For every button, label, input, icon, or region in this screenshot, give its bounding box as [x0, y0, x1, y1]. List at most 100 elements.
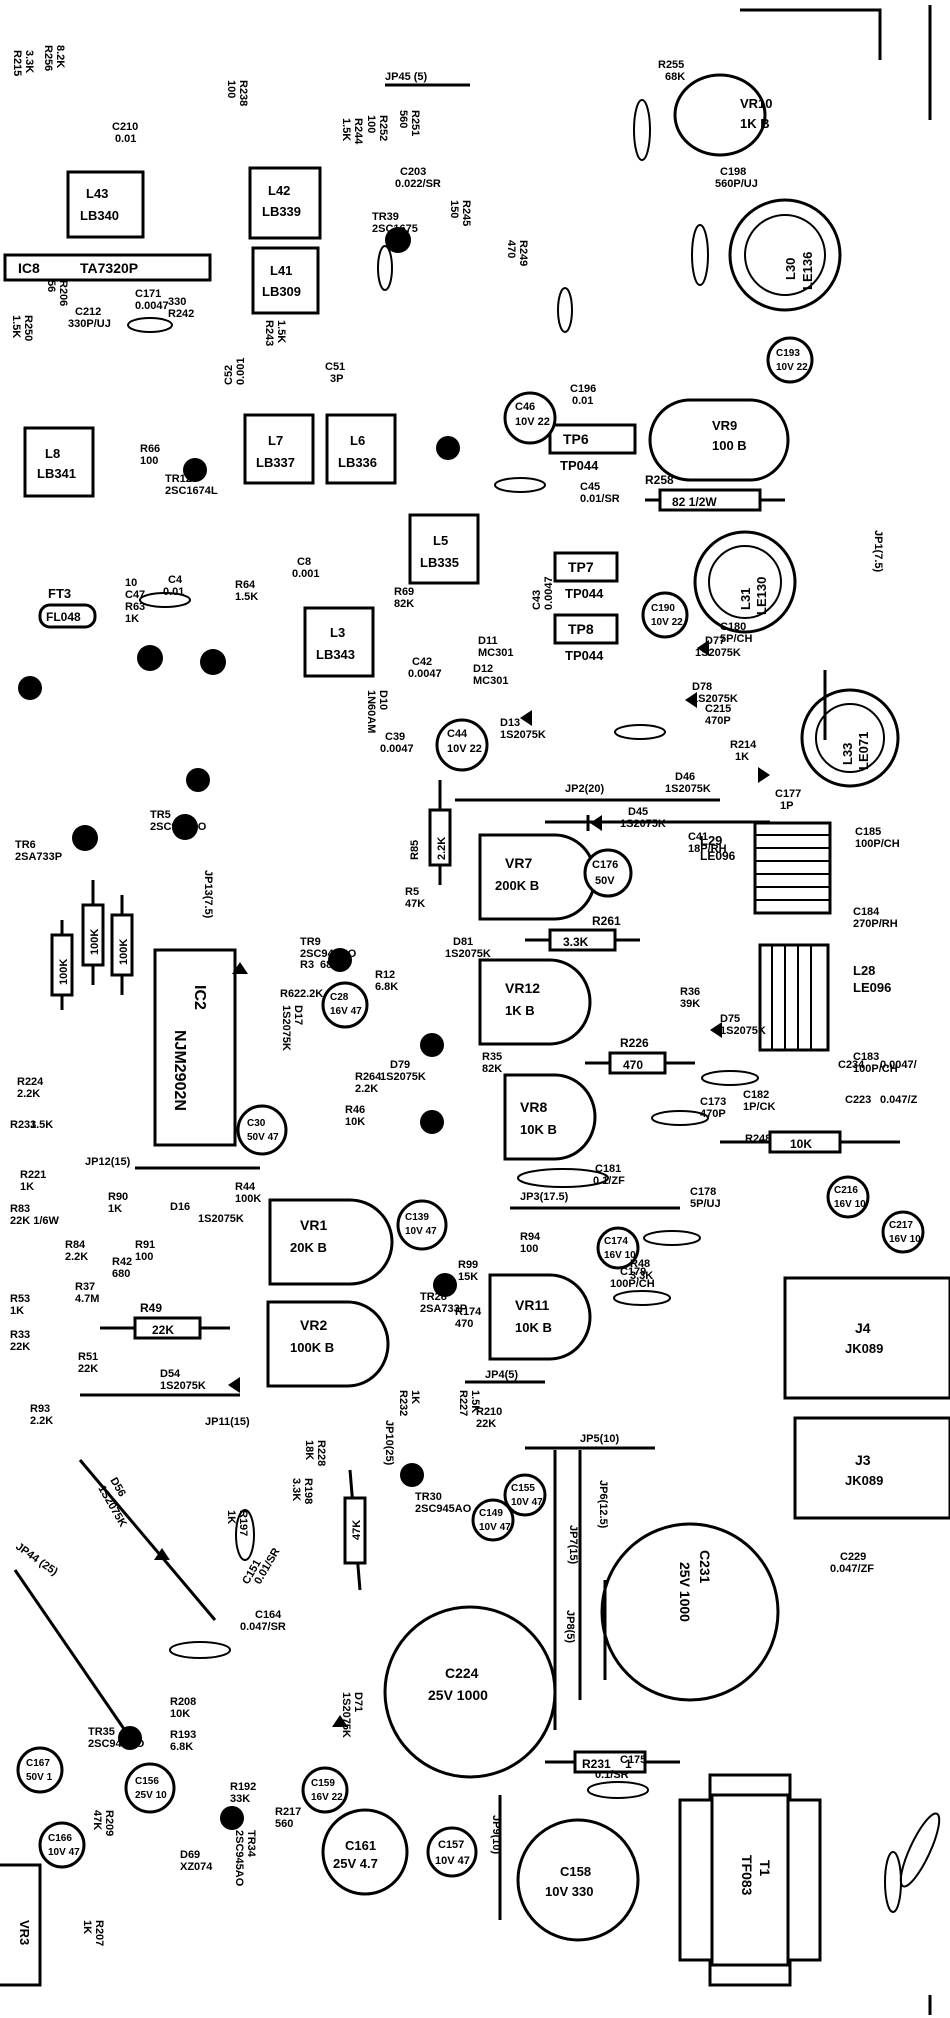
svg-text:560: 560	[397, 110, 409, 128]
svg-text:0.0047: 0.0047	[408, 668, 442, 680]
svg-text:L43: L43	[86, 186, 108, 201]
svg-text:100P/CH: 100P/CH	[855, 838, 900, 850]
svg-text:22K: 22K	[476, 1418, 496, 1430]
svg-text:3.3K: 3.3K	[563, 935, 589, 949]
svg-text:JP45 (5): JP45 (5)	[385, 71, 428, 83]
svg-text:R53: R53	[10, 1293, 30, 1305]
svg-text:1S2075K: 1S2075K	[198, 1213, 244, 1225]
resistor-r39: 100K	[50, 920, 74, 1010]
svg-text:470: 470	[455, 1318, 473, 1330]
inductor-l41: L41 LB309	[251, 246, 320, 315]
svg-text:0.047/ZF: 0.047/ZF	[830, 1563, 874, 1575]
svg-text:1K: 1K	[108, 1203, 122, 1215]
svg-text:TR39: TR39	[372, 211, 399, 223]
svg-text:1S2075K: 1S2075K	[720, 1025, 766, 1037]
svg-text:560P/UJ: 560P/UJ	[715, 178, 758, 190]
svg-text:C156: C156	[135, 1776, 159, 1787]
svg-text:R255: R255	[658, 59, 684, 71]
svg-text:C193: C193	[776, 348, 800, 359]
svg-text:R208: R208	[170, 1696, 196, 1708]
svg-text:16V 10: 16V 10	[834, 1199, 866, 1210]
svg-text:R64: R64	[235, 579, 256, 591]
svg-text:R242: R242	[168, 308, 194, 320]
svg-text:TP7: TP7	[568, 559, 594, 575]
svg-text:6.8K: 6.8K	[170, 1741, 193, 1753]
svg-text:10V 47: 10V 47	[511, 1497, 543, 1508]
inductor-l43: L43 LB340	[66, 170, 145, 239]
svg-text:56: 56	[45, 280, 57, 292]
svg-text:D79: D79	[390, 1059, 410, 1071]
svg-text:R42: R42	[112, 1256, 132, 1268]
svg-text:R232: R232	[397, 1390, 409, 1416]
svg-text:150: 150	[448, 200, 460, 218]
svg-text:2SC945AO: 2SC945AO	[415, 1503, 472, 1515]
svg-text:C185: C185	[855, 826, 881, 838]
svg-text:TR12: TR12	[165, 473, 192, 485]
svg-text:2.2K: 2.2K	[436, 837, 448, 860]
svg-text:100: 100	[135, 1251, 153, 1263]
inductor-l3: L3 LB343	[303, 606, 375, 678]
svg-text:1S2075K: 1S2075K	[620, 818, 666, 830]
svg-text:R207: R207	[93, 1920, 105, 1946]
svg-text:TR34: TR34	[245, 1830, 257, 1858]
coil-l28: L28 LE096	[758, 943, 891, 1052]
svg-text:R228: R228	[315, 1440, 327, 1466]
svg-text:470: 470	[623, 1058, 643, 1072]
svg-text:C149: C149	[479, 1508, 503, 1519]
svg-text:1S2075K: 1S2075K	[692, 693, 738, 705]
svg-text:VR7: VR7	[505, 855, 532, 871]
svg-text:1K B: 1K B	[740, 116, 770, 131]
svg-text:R233: R233	[10, 1119, 36, 1131]
svg-text:LB340: LB340	[80, 208, 119, 223]
svg-text:1S2075K: 1S2075K	[500, 729, 546, 741]
svg-text:TR5: TR5	[150, 809, 171, 821]
svg-text:R261: R261	[592, 914, 621, 928]
svg-text:VR1: VR1	[300, 1217, 327, 1233]
svg-text:1P: 1P	[780, 800, 793, 812]
svg-text:VR2: VR2	[300, 1317, 327, 1333]
svg-text:D81: D81	[453, 936, 473, 948]
svg-text:0.022/SR: 0.022/SR	[395, 178, 441, 190]
svg-text:R250: R250	[22, 315, 34, 341]
svg-text:1.5K: 1.5K	[30, 1119, 53, 1131]
svg-text:L3: L3	[330, 625, 345, 640]
svg-text:2.2K: 2.2K	[355, 1083, 378, 1095]
svg-text:LB309: LB309	[262, 284, 301, 299]
svg-text:50V: 50V	[595, 875, 615, 887]
svg-text:C215: C215	[705, 703, 731, 715]
svg-text:18P/RH: 18P/RH	[688, 843, 727, 855]
inductor-l42: L42 LB339	[248, 166, 322, 240]
svg-text:R37: R37	[75, 1281, 95, 1293]
svg-text:680: 680	[112, 1268, 130, 1280]
svg-text:FT3: FT3	[48, 586, 71, 601]
svg-text:C179: C179	[620, 1266, 646, 1278]
svg-text:TP6: TP6	[563, 431, 589, 447]
svg-text:R209: R209	[103, 1810, 115, 1836]
svg-text:C175: C175	[620, 1754, 646, 1766]
svg-text:15K: 15K	[458, 1271, 478, 1283]
svg-text:LE130: LE130	[754, 577, 769, 615]
svg-text:0.0047: 0.0047	[135, 300, 169, 312]
vr9: VR9 100 B	[648, 398, 790, 482]
svg-text:R231: R231	[582, 1757, 611, 1771]
svg-text:JP10(25): JP10(25)	[383, 1420, 395, 1466]
svg-text:R227: R227	[457, 1390, 469, 1416]
svg-text:C224: C224	[445, 1665, 479, 1681]
svg-text:D69: D69	[180, 1849, 200, 1861]
svg-text:VR10: VR10	[740, 96, 773, 111]
svg-text:R83: R83	[10, 1203, 30, 1215]
svg-text:LE071: LE071	[856, 732, 871, 770]
svg-text:C41: C41	[688, 831, 708, 843]
svg-text:C184: C184	[853, 906, 880, 918]
svg-text:D17: D17	[292, 1005, 304, 1025]
svg-text:VR3: VR3	[17, 1920, 32, 1945]
coil-l29: L29 LE096	[700, 821, 832, 915]
svg-text:2SC945AO: 2SC945AO	[88, 1738, 145, 1750]
svg-text:R210: R210	[476, 1406, 502, 1418]
inductor-l6: L6 LB336	[325, 413, 397, 485]
vr7: VR7 200K B	[478, 833, 597, 921]
svg-text:1S2075K: 1S2075K	[445, 948, 491, 960]
